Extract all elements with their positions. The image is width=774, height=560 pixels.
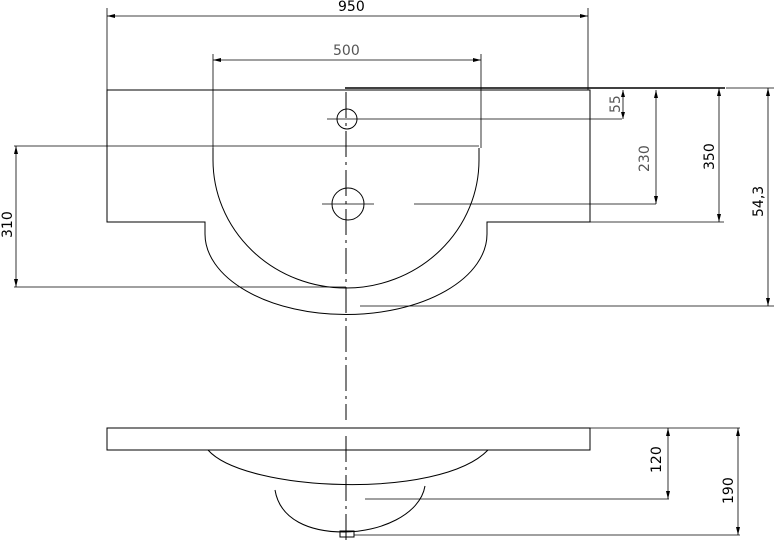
dim-total-height: 190 bbox=[721, 428, 740, 535]
dim-bowl-width-label: 500 bbox=[333, 43, 360, 59]
drain-spigot bbox=[339, 530, 355, 538]
dim-bowl-height: 120 bbox=[649, 428, 670, 499]
dim-tap-offset: 55 bbox=[608, 90, 625, 119]
dim-total-height-label: 190 bbox=[721, 477, 737, 504]
elevation-bowl bbox=[207, 449, 489, 485]
dim-side-depth-label: 310 bbox=[0, 211, 16, 238]
dim-total-depth: 54,3 bbox=[726, 87, 774, 306]
dim-front-depth-label: 350 bbox=[702, 143, 718, 170]
dim-front-depth: 350 bbox=[702, 88, 721, 222]
elevation-view bbox=[106, 427, 740, 538]
elevation-drain-body bbox=[274, 485, 426, 533]
elevation-countertop bbox=[106, 427, 591, 451]
dim-bowl-width: 500 bbox=[212, 43, 482, 148]
plan-countertop-outline bbox=[106, 89, 591, 316]
dim-side-depth: 310 bbox=[0, 146, 18, 287]
dim-drain-offset-label: 230 bbox=[637, 145, 653, 172]
dim-overall-width-label: 950 bbox=[338, 0, 365, 15]
dim-tap-offset-label: 55 bbox=[608, 95, 624, 113]
dim-total-depth-label: 54,3 bbox=[751, 186, 767, 217]
dim-overall-width: 950 bbox=[106, 0, 589, 90]
dim-bowl-height-label: 120 bbox=[649, 446, 665, 473]
plan-view bbox=[14, 87, 774, 316]
dim-drain-offset: 230 bbox=[637, 90, 658, 204]
